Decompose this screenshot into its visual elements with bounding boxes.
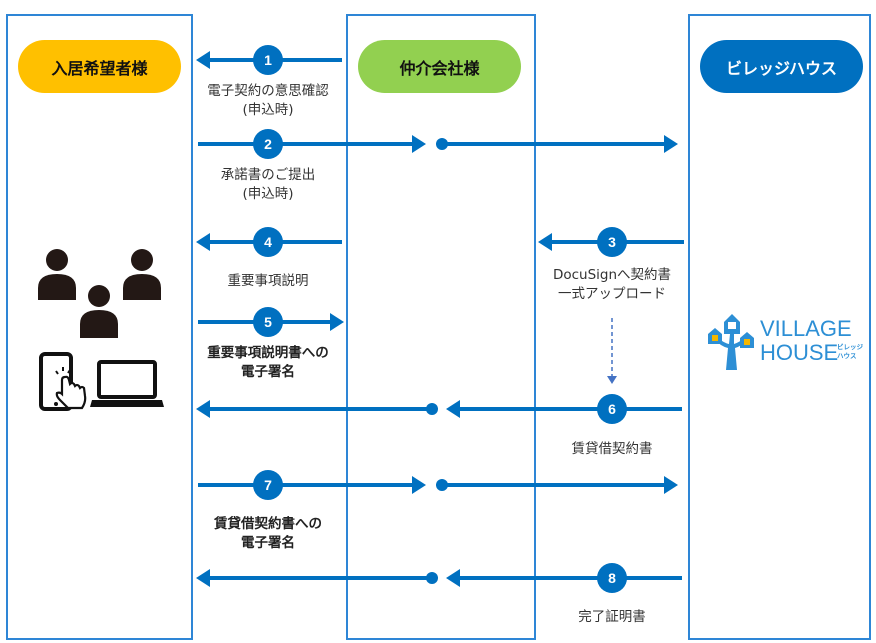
step-label: 重要事項説明 [178, 272, 358, 291]
step-label-line: 一式アップロード [558, 286, 666, 302]
step-number: 6 [608, 401, 616, 417]
step-number-badge [253, 307, 283, 337]
step-number-badge [253, 45, 283, 75]
lane-village-house [688, 14, 871, 640]
village-house-logo: VILLAGE HOUSE ビレッジ ハウス [708, 314, 864, 370]
step-number-badge [597, 227, 627, 257]
actor-applicant: 入居希望者様 [18, 40, 181, 93]
actor-village-house-label: ビレッジハウス [725, 58, 838, 78]
step-label-line: 賃貸借契約書 [571, 441, 653, 457]
step-number-badge [253, 470, 283, 500]
people-group-icon [38, 249, 161, 338]
step-number-badge [597, 394, 627, 424]
step-label-line: 重要事項説明書への [207, 345, 329, 361]
step-label-line: DocuSignへ契約書 [552, 267, 672, 283]
arrow-head [196, 569, 210, 587]
step-number: 2 [264, 136, 272, 152]
lane-broker [346, 14, 536, 640]
arrow-head [664, 135, 678, 153]
step-number: 7 [264, 477, 272, 493]
arrow-head [196, 233, 210, 251]
step-label-line: 承諾書のご提出 [220, 167, 316, 183]
arrow-head [446, 569, 460, 587]
tree-house-icon [708, 314, 754, 370]
arrow-head [664, 476, 678, 494]
devices-icon [39, 352, 164, 411]
actor-broker: 仲介会社様 [358, 40, 521, 93]
step-label-line: (申込時) [242, 186, 294, 202]
step-label-line: 電子署名 [241, 364, 295, 380]
arrow-head [330, 313, 344, 331]
step-label: DocuSignへ契約書一式アップロード [522, 266, 702, 304]
step-label: 重要事項説明書への電子署名 [178, 344, 358, 382]
step-label-line: 賃貸借契約書への [214, 516, 322, 532]
step-number-badge [253, 129, 283, 159]
step-label: 賃貸借契約書 [522, 440, 702, 459]
dashed-connector-head [607, 376, 617, 384]
logo-line2: HOUSE [760, 340, 838, 365]
arrow-head [538, 233, 552, 251]
step-label: 完了証明書 [522, 608, 702, 627]
step-label-line: 電子署名 [241, 535, 295, 551]
smartphone-tap-icon [39, 352, 87, 411]
arrow-head [412, 135, 426, 153]
arrow-head [412, 476, 426, 494]
laptop-icon [90, 360, 164, 407]
step-label-line: 重要事項説明 [227, 273, 309, 289]
actor-broker-label: 仲介会社様 [399, 58, 480, 78]
actor-applicant-label: 入居希望者様 [51, 58, 148, 78]
step-label: 承諾書のご提出 (申込時) [178, 166, 358, 204]
actor-village-house: ビレッジハウス [700, 40, 863, 93]
step-number-badge [253, 227, 283, 257]
step-label: 電子契約の意思確認 (申込時) [178, 82, 358, 120]
logo-kana1: ビレッジ [837, 342, 864, 351]
step-label-line: (申込時) [242, 102, 294, 118]
step-number: 8 [608, 570, 616, 586]
step-number: 4 [264, 234, 272, 250]
step-number-badge [597, 563, 627, 593]
arrow-head [196, 51, 210, 69]
step-number: 5 [264, 314, 272, 330]
step-number: 1 [264, 52, 272, 68]
step-number: 3 [608, 234, 616, 250]
arrow-head [446, 400, 460, 418]
step-label: 賃貸借契約書への電子署名 [178, 515, 358, 553]
step-label-line: 完了証明書 [578, 609, 646, 625]
step-label-line: 電子契約の意思確認 [207, 83, 329, 99]
arrow-head [196, 400, 210, 418]
logo-kana2: ハウス [837, 352, 857, 360]
lane-applicant [6, 14, 193, 640]
logo-line1: VILLAGE [760, 316, 852, 341]
